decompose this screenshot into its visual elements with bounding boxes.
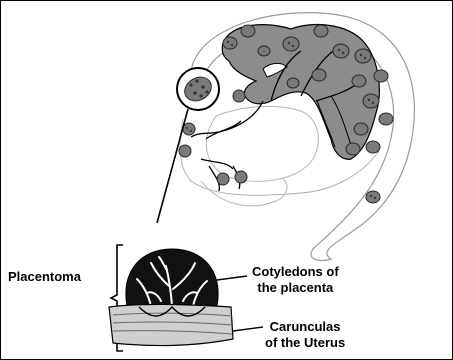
cotyledons-label: Cotyledons of the placenta <box>252 264 339 296</box>
placentoma-label: Placentoma <box>8 269 81 285</box>
uterine-horn-outline <box>206 106 318 181</box>
cotyledons-label-line1: Cotyledons of <box>252 264 339 280</box>
pointer-line <box>157 109 188 223</box>
caruncles-label-line1: Carunculas <box>265 319 345 335</box>
caruncles-label-line2: of the Uterus <box>265 335 345 351</box>
caruncles-leader-line <box>233 327 263 331</box>
fetus <box>222 25 379 160</box>
cotyledons-label-line2: the placenta <box>252 280 339 296</box>
cotyledons-leader-line <box>217 276 247 280</box>
uterine-tissue-layer <box>109 304 233 345</box>
lower-uterus-outline <box>201 179 287 206</box>
caruncles-label: Carunculas of the Uterus <box>265 319 345 351</box>
